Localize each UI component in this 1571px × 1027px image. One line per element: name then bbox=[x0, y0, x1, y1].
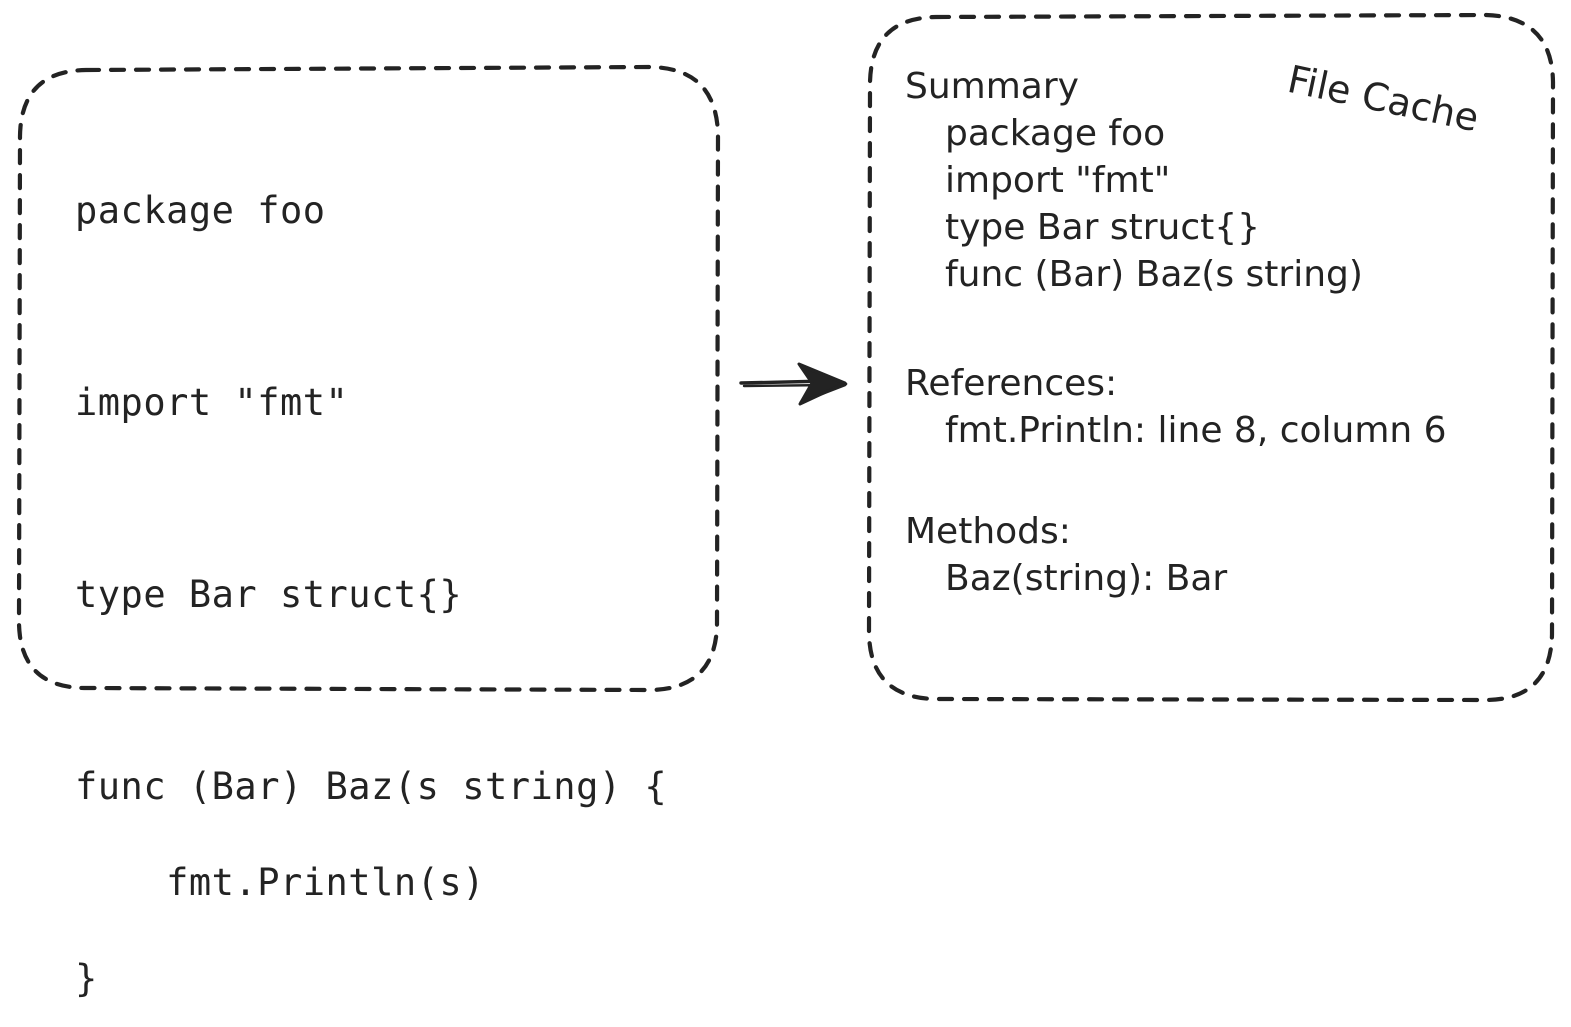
summary-item: package foo bbox=[945, 113, 1166, 154]
summary-item: type Bar struct{} bbox=[945, 207, 1261, 248]
summary-heading: Summary bbox=[905, 66, 1079, 107]
source-code-block: package foo import "fmt" type Bar struct… bbox=[75, 189, 668, 1000]
methods-heading: Methods: bbox=[905, 511, 1071, 552]
summary-item: func (Bar) Baz(s string) bbox=[945, 254, 1363, 295]
methods-item: Baz(string): Bar bbox=[945, 558, 1228, 599]
references-heading: References: bbox=[905, 363, 1118, 404]
transform-arrow bbox=[735, 358, 855, 410]
summary-section: Summary package foo import "fmt" type Ba… bbox=[905, 63, 1363, 298]
summary-item: import "fmt" bbox=[945, 160, 1171, 201]
diagram-canvas: package foo import "fmt" type Bar struct… bbox=[16, 12, 1556, 1000]
methods-section: Methods: Baz(string): Bar bbox=[905, 508, 1227, 602]
references-section: References: fmt.Println: line 8, column … bbox=[905, 360, 1447, 454]
source-file-panel: package foo import "fmt" type Bar struct… bbox=[18, 68, 718, 1000]
file-cache-panel: File Cache Summary package foo import "f… bbox=[868, 15, 1553, 700]
references-item: fmt.Println: line 8, column 6 bbox=[945, 410, 1447, 451]
